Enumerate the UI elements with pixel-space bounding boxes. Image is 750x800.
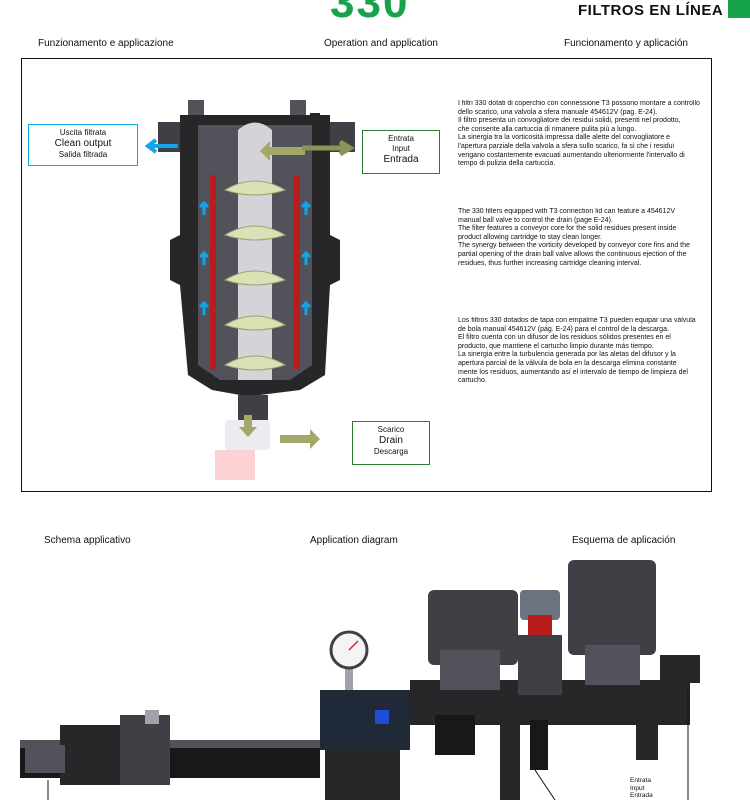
drain-label: Scarico Drain Descarga	[352, 421, 430, 465]
section-tab-marker	[728, 0, 750, 18]
section2-title-it: Schema applicativo	[44, 535, 131, 546]
description-es: Los filtros 330 dotados de tapa con empa…	[458, 317, 696, 385]
input-label: Entrata Input Entrada	[362, 130, 440, 174]
description-en: The 330 filters equipped with T3 connect…	[458, 208, 690, 267]
input-arrow-icon	[302, 140, 355, 156]
clean-output-label: Uscita filtrata Clean output Salida filt…	[28, 124, 138, 166]
section1-title-es: Funcionamento y aplicación	[564, 38, 688, 49]
model-number: 330	[330, 0, 410, 27]
application-diagram-illustration	[20, 560, 700, 800]
brand-line: FILTROS EN LÍNEA	[578, 2, 724, 19]
operation-frame	[21, 58, 712, 492]
description-it: I filtri 330 dotati di coperchio con con…	[458, 100, 700, 168]
section2-title-es: Esquema de aplicación	[572, 535, 676, 546]
section1-title-en: Operation and application	[324, 38, 438, 49]
section1-title-it: Funzionamento e applicazione	[38, 38, 174, 49]
output-arrow-icon	[144, 138, 178, 154]
filter-cutaway-illustration	[158, 100, 355, 480]
section2-title-en: Application diagram	[310, 535, 398, 546]
input-callout: Entrata Input Entrada	[630, 777, 653, 799]
